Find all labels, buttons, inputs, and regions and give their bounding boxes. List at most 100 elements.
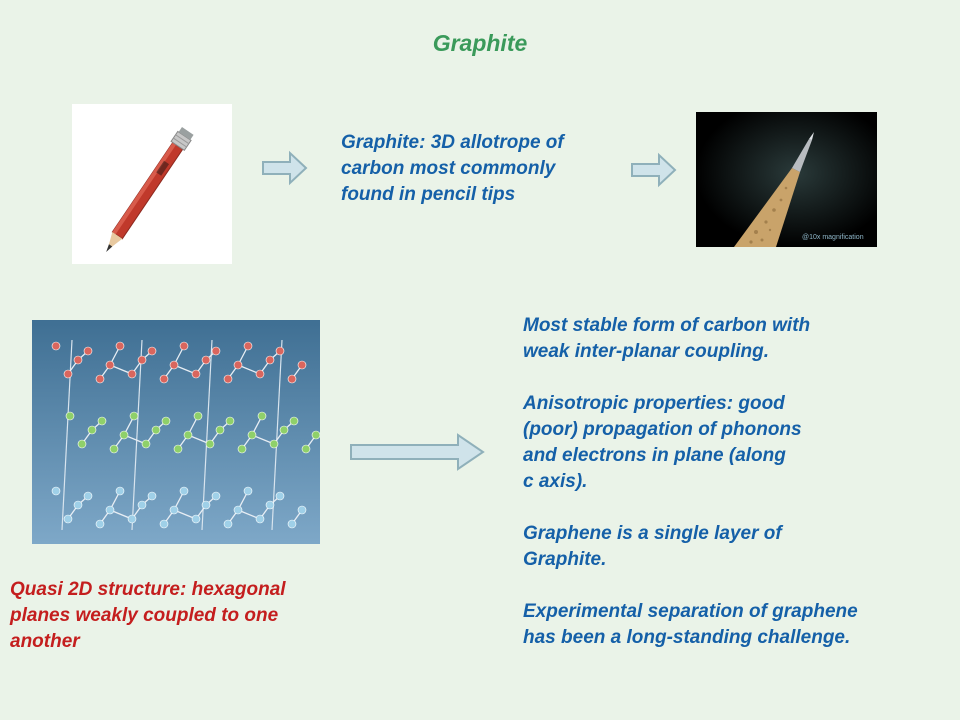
carbon-atom — [275, 491, 285, 501]
carbon-atom — [83, 346, 93, 356]
carbon-atom — [87, 425, 97, 435]
arrow-right-icon — [350, 433, 485, 471]
carbon-atom — [265, 355, 275, 365]
carbon-atom — [215, 425, 225, 435]
property-line: Graphene is a single layer of — [523, 523, 782, 544]
magnified-tip-photo: @10x magnification — [696, 112, 877, 247]
carbon-atom — [237, 444, 247, 454]
property-line: Most stable form of carbon with — [523, 315, 811, 336]
carbon-atom — [255, 369, 265, 379]
caption-line: found in pencil tips — [341, 184, 516, 205]
carbon-atom — [201, 355, 211, 365]
property-line: and electrons in plane (along — [523, 445, 786, 466]
carbon-atom — [275, 346, 285, 356]
carbon-atom — [297, 505, 307, 515]
carbon-atom — [311, 430, 320, 440]
carbon-atom — [63, 514, 73, 524]
carbon-atom — [137, 355, 147, 365]
caption-line: Quasi 2D structure: hexagonal — [10, 579, 286, 600]
property-line: Experimental separation of graphene — [523, 601, 858, 622]
carbon-atom — [73, 355, 83, 365]
carbon-atom — [51, 341, 61, 351]
structure-caption: Quasi 2D structure: hexagonal planes wea… — [10, 577, 390, 655]
carbon-atom — [179, 486, 189, 496]
carbon-atom — [179, 341, 189, 351]
carbon-atom — [223, 374, 233, 384]
carbon-atom — [225, 416, 235, 426]
carbon-atom — [109, 444, 119, 454]
carbon-atom — [63, 369, 73, 379]
carbon-atom — [211, 346, 221, 356]
carbon-atom — [297, 360, 307, 370]
carbon-atom — [73, 500, 83, 510]
pencil-tip-icon — [696, 112, 877, 247]
carbon-atom — [115, 486, 125, 496]
carbon-atom — [83, 491, 93, 501]
carbon-atom — [129, 411, 139, 421]
carbon-atom — [193, 411, 203, 421]
carbon-atom — [137, 500, 147, 510]
caption-line: Graphite: 3D allotrope of — [341, 132, 564, 153]
property-line: weak inter-planar coupling. — [523, 341, 769, 362]
lattice-post — [131, 339, 143, 531]
caption-line: another — [10, 631, 80, 652]
carbon-atom — [191, 514, 201, 524]
carbon-atom — [127, 514, 137, 524]
caption-line: planes weakly coupled to one — [10, 605, 279, 626]
carbon-atom — [147, 491, 157, 501]
carbon-atom — [223, 519, 233, 529]
carbon-atom — [201, 500, 211, 510]
carbon-atom — [243, 486, 253, 496]
property-line: has been a long-standing challenge. — [523, 627, 851, 648]
lattice-post — [201, 339, 213, 531]
carbon-atom — [269, 439, 279, 449]
property-line: Anisotropic properties: good — [523, 393, 785, 414]
property-paragraph: Anisotropic properties: good (poor) prop… — [523, 391, 953, 495]
carbon-atom — [105, 360, 115, 370]
arrow-right-icon — [262, 150, 308, 186]
carbon-atom — [105, 505, 115, 515]
carbon-atom — [159, 374, 169, 384]
pencil-image — [72, 104, 232, 264]
carbon-atom — [301, 444, 311, 454]
property-paragraph: Most stable form of carbon with weak int… — [523, 313, 953, 365]
carbon-atom — [65, 411, 75, 421]
carbon-atom — [95, 519, 105, 529]
carbon-atom — [279, 425, 289, 435]
carbon-atom — [147, 346, 157, 356]
slide-title: Graphite — [432, 30, 528, 56]
carbon-atom — [205, 439, 215, 449]
carbon-atom — [141, 439, 151, 449]
carbon-atom — [95, 374, 105, 384]
properties-text: Most stable form of carbon with weak int… — [523, 313, 953, 651]
pencil-caption: Graphite: 3D allotrope of carbon most co… — [341, 130, 641, 208]
carbon-atom — [233, 360, 243, 370]
carbon-atom — [151, 425, 161, 435]
magnification-label: @10x magnification — [802, 234, 864, 241]
arrow-right-icon — [631, 152, 677, 188]
carbon-atom — [169, 360, 179, 370]
carbon-atom — [115, 341, 125, 351]
property-line: (poor) propagation of phonons — [523, 419, 802, 440]
carbon-atom — [211, 491, 221, 501]
carbon-atom — [247, 430, 257, 440]
carbon-atom — [127, 369, 137, 379]
carbon-atom — [77, 439, 87, 449]
carbon-atom — [243, 341, 253, 351]
carbon-atom — [51, 486, 61, 496]
carbon-atom — [183, 430, 193, 440]
carbon-atom — [97, 416, 107, 426]
property-paragraph: Graphene is a single layer of Graphite. — [523, 521, 953, 573]
caption-line: carbon most commonly — [341, 158, 556, 179]
property-paragraph: Experimental separation of graphene has … — [523, 599, 953, 651]
lattice-structure-image — [32, 320, 320, 544]
carbon-atom — [255, 514, 265, 524]
graphite-lattice-icon — [32, 320, 320, 544]
carbon-atom — [257, 411, 267, 421]
carbon-atom — [287, 519, 297, 529]
carbon-atom — [159, 519, 169, 529]
pencil-icon — [106, 127, 194, 252]
carbon-atom — [265, 500, 275, 510]
carbon-atom — [289, 416, 299, 426]
carbon-atom — [287, 374, 297, 384]
